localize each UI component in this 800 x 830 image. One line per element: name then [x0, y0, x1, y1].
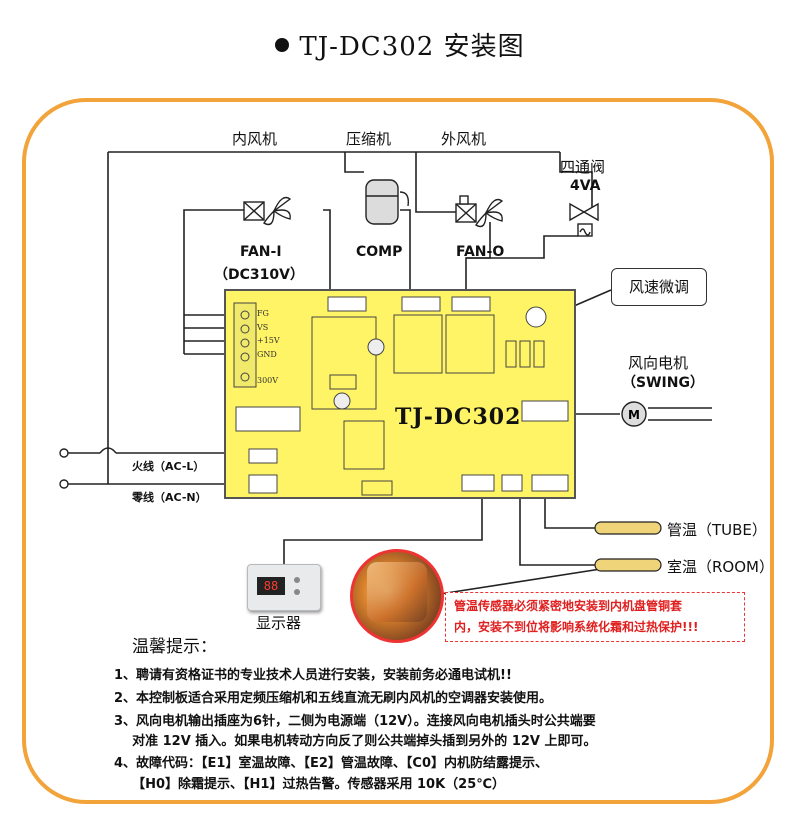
- tips-heading: 温馨提示：: [132, 637, 217, 657]
- compressor-icon: [365, 179, 399, 225]
- diagram-title: TJ-DC302 安装图: [0, 26, 800, 63]
- swing-motor-label: 风向电机: [628, 354, 689, 372]
- four-way-valve-icon: [569, 202, 586, 222]
- display-digits: 88: [257, 577, 285, 595]
- svg-text:M: M: [628, 408, 640, 422]
- coil-photo: [350, 549, 444, 643]
- fan-i-voltage-label: （DC310V）: [214, 267, 304, 283]
- four-way-valve-label: 四通阀: [560, 158, 606, 176]
- neutral-terminal-icon: [59, 479, 69, 489]
- tip-item: 2、本控制板适合采用定频压缩机和五线直流无刷内风机的空调器安装使用。: [114, 691, 553, 706]
- room-temp-label: 室温（ROOM）: [667, 558, 774, 576]
- fan-speed-adjust-callout: 风速微调: [611, 268, 707, 306]
- compressor-label: 压缩机: [346, 130, 392, 148]
- live-wire-label: 火线（AC-L）: [132, 460, 205, 473]
- display-unit: 88: [247, 564, 321, 611]
- outdoor-fan-icon: [475, 198, 504, 228]
- four-way-valve-code: 4VA: [570, 178, 601, 194]
- live-terminal-icon: [59, 448, 69, 458]
- indoor-fan-icon: [263, 196, 292, 226]
- neutral-wire-label: 零线（AC-N）: [132, 491, 207, 504]
- tip-item: 【H0】除霜提示、【H1】过热告警。传感器采用 10K（25℃）: [114, 777, 505, 792]
- display-button-icon: [294, 589, 300, 595]
- board-components: [233, 296, 569, 496]
- fan-o-label: FAN-O: [456, 244, 505, 260]
- display-button-icon: [294, 577, 300, 583]
- bullet-icon: [275, 38, 290, 52]
- coil-photo-detail: [367, 562, 427, 622]
- tip-item: 4、故障代码：【E1】室温故障、【E2】管温故障、【C0】内机防结露提示、: [114, 756, 548, 771]
- display-label: 显示器: [256, 614, 302, 632]
- terminal-label: GND: [257, 350, 277, 359]
- terminal-label: 300V: [257, 376, 279, 385]
- controller-board: [224, 289, 576, 499]
- tip-item: 1、聘请有资格证书的专业技术人员进行安装，安装前务必通电试机!!: [114, 668, 512, 683]
- terminal-label: VS: [257, 323, 269, 332]
- board-model-label: TJ-DC302: [395, 404, 522, 430]
- fan-i-label: FAN-I: [240, 244, 282, 260]
- warning-line: 内，安装不到位将影响系统化霜和过热保护!!!: [454, 620, 699, 634]
- terminal-label: FG: [257, 309, 269, 318]
- comp-label: COMP: [356, 244, 403, 260]
- tube-temp-label: 管温（TUBE）: [667, 521, 767, 539]
- room-sensor-icon: [594, 558, 662, 572]
- indoor-fan-label: 内风机: [232, 130, 278, 148]
- tube-sensor-icon: [594, 521, 662, 535]
- terminal-label: +15V: [257, 336, 280, 345]
- rounded-frame: [22, 98, 774, 804]
- warning-line: 管温传感器必须紧密地安装到内机盘管铜套: [454, 599, 683, 613]
- outdoor-fan-label: 外风机: [441, 130, 487, 148]
- tip-item: 3、风向电机输出插座为6针，二侧为电源端（12V）。连接风向电机插头时公共端要: [114, 714, 596, 729]
- sensor-warning-box: 管温传感器必须紧密地安装到内机盘管铜套 内，安装不到位将影响系统化霜和过热保护!…: [445, 592, 745, 642]
- tip-item: 对准 12V 插入。如果电机转动方向反了则公共端掉头插到另外的 12V 上即可。: [114, 734, 597, 749]
- swing-motor-en-label: （SWING）: [622, 375, 704, 391]
- swing-motor-icon: [621, 401, 647, 427]
- title-text: TJ-DC302 安装图: [299, 32, 525, 62]
